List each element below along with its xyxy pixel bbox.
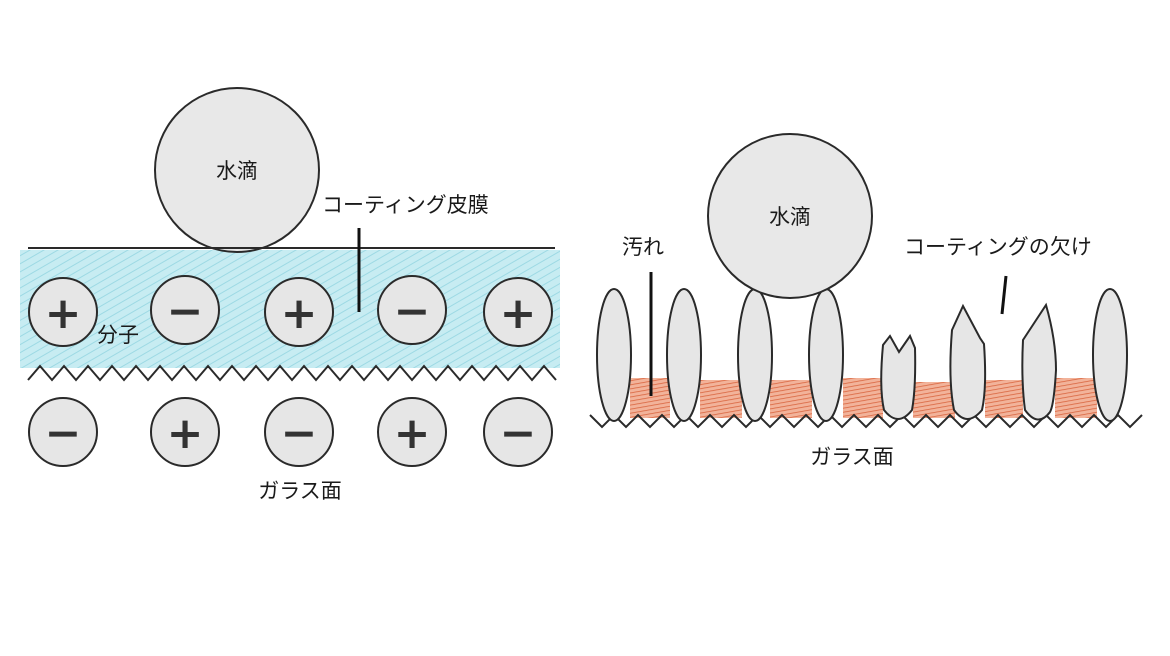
svg-text:+: +	[281, 288, 318, 339]
svg-text:+: +	[167, 408, 204, 459]
right-panel: 水滴 汚れ コーティングの欠け ガラス面	[589, 133, 1143, 469]
molecule-minus: −	[150, 275, 220, 345]
coating-film-label: コーティング皮膜	[322, 193, 489, 217]
coating-molecule	[666, 288, 702, 422]
coating-molecules	[596, 288, 1128, 422]
chipped-molecule	[949, 303, 987, 420]
svg-text:−: −	[281, 408, 318, 459]
svg-text:+: +	[500, 288, 537, 339]
svg-text:+: +	[394, 408, 431, 459]
svg-text:−: −	[500, 408, 537, 459]
molecule-minus: −	[28, 397, 98, 467]
coating-defect-leader-line	[1000, 275, 1008, 315]
svg-text:−: −	[394, 286, 431, 337]
chipped-molecule	[1021, 302, 1058, 421]
left-panel: 水滴 コーティング皮膜 + − + −	[20, 87, 560, 503]
top-molecule-row: + − + − +	[28, 275, 553, 347]
molecule-minus: −	[483, 397, 553, 467]
coating-defect-label: コーティングの欠け	[904, 235, 1092, 259]
molecule-minus: −	[264, 397, 334, 467]
molecule-plus: +	[264, 277, 334, 347]
svg-text:+: +	[45, 288, 82, 339]
water-drop	[707, 133, 873, 299]
chipped-molecule	[880, 333, 917, 420]
molecule-plus: +	[150, 397, 220, 467]
glass-zigzag-line	[27, 364, 557, 382]
water-drop-label: 水滴	[216, 159, 258, 183]
dirt-label: 汚れ	[622, 235, 664, 259]
molecule-plus: +	[483, 277, 553, 347]
dirt-deposits	[630, 378, 1097, 418]
svg-text:−: −	[45, 408, 82, 459]
molecule-plus: +	[377, 397, 447, 467]
svg-text:−: −	[167, 286, 204, 337]
water-drop-label: 水滴	[769, 205, 811, 229]
chipped-coating-molecules	[880, 302, 1058, 421]
coating-molecule	[737, 288, 773, 422]
water-drop	[154, 87, 320, 253]
coating-molecule	[1092, 288, 1128, 422]
molecule-plus: +	[28, 277, 98, 347]
coating-molecule	[596, 288, 632, 422]
glass-surface-label: ガラス面	[810, 445, 894, 469]
molecule-minus: −	[377, 275, 447, 345]
molecule-label: 分子	[97, 323, 139, 347]
glass-surface-label: ガラス面	[258, 479, 342, 503]
bottom-molecule-row: − + − + −	[28, 397, 553, 467]
coating-molecule	[808, 288, 844, 422]
